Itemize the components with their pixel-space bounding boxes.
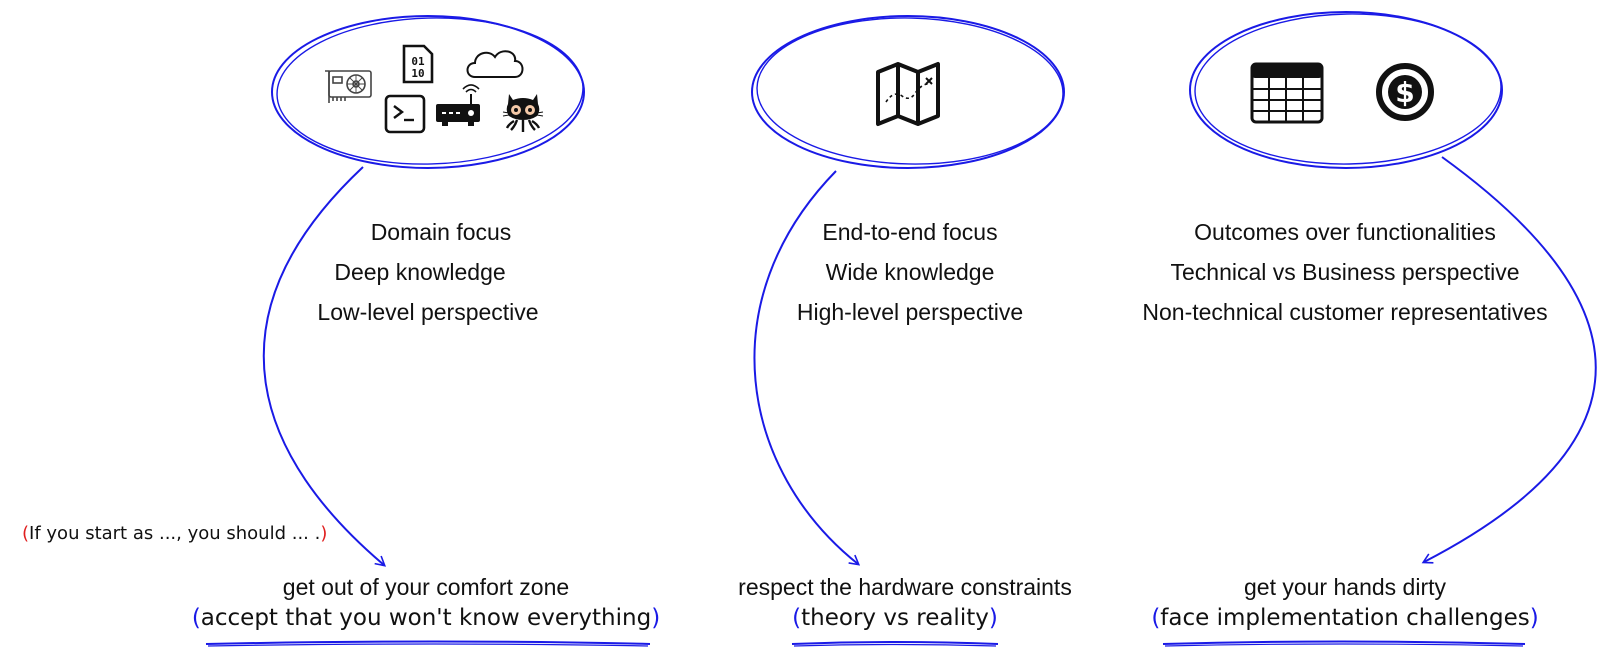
underline-business — [1162, 640, 1526, 647]
note-open-paren: ( — [22, 523, 30, 544]
sub-domain: (accept that you won't know everything) — [191, 605, 661, 631]
outcome-business: get your hands dirty — [1243, 574, 1446, 600]
trait-line: Domain focus — [370, 219, 512, 245]
end-to-end-traits: End-to-end focus Wide knowledge High-lev… — [760, 212, 1060, 332]
terminal-icon — [384, 94, 426, 134]
table-icon — [1250, 62, 1324, 124]
note-close-paren: ) — [320, 523, 328, 544]
trait-line: Technical vs Business perspective — [1170, 259, 1520, 285]
domain-traits: Domain focus Deep knowledge Low-level pe… — [280, 212, 590, 332]
trait-line: Wide knowledge — [825, 259, 995, 285]
starting-note: (If you start as ..., you should ... .) — [22, 523, 327, 544]
gpu-card-icon — [325, 70, 372, 103]
sub-domain-text: accept that you won't know everything — [200, 605, 652, 631]
cloud-icon — [466, 50, 524, 78]
outcome-domain: get out of your comfort zone — [282, 574, 570, 600]
arrow-end-to-end — [753, 170, 861, 566]
arrow-business — [1421, 156, 1597, 564]
trait-line: End-to-end focus — [822, 219, 998, 245]
trait-line: Low-level perspective — [317, 299, 539, 325]
trait-line: Deep knowledge — [334, 259, 506, 285]
note-text: If you start as ..., you should ... . — [29, 523, 321, 544]
sub-business-text: face implementation challenges — [1160, 605, 1530, 631]
trait-line: Outcomes over functionalities — [1194, 219, 1496, 245]
sub-end-to-end-text: theory vs reality — [801, 605, 989, 631]
underline-end-to-end — [791, 641, 999, 647]
trait-line: High-level perspective — [796, 299, 1024, 325]
outcome-end-to-end: respect the hardware constraints — [738, 574, 1072, 600]
svg-text:$: $ — [1395, 76, 1414, 109]
ellipse-business — [1189, 11, 1503, 169]
github-octocat-icon — [502, 94, 544, 132]
sub-end-to-end: (theory vs reality) — [792, 605, 998, 631]
map-icon — [876, 62, 940, 126]
underline-domain — [205, 640, 651, 647]
svg-text:01: 01 — [411, 55, 425, 68]
sub-business: (face implementation challenges) — [1151, 605, 1539, 631]
binary-file-icon: 01 10 — [402, 44, 434, 84]
trait-line: Non-technical customer representatives — [1142, 299, 1548, 325]
ellipse-end-to-end — [751, 15, 1065, 169]
business-traits: Outcomes over functionalities Technical … — [1110, 212, 1580, 332]
dollar-coin-icon: $ — [1376, 63, 1434, 121]
router-icon — [436, 84, 480, 126]
arrow-domain — [262, 166, 387, 567]
svg-text:10: 10 — [411, 67, 424, 80]
ellipse-domain — [271, 15, 585, 169]
